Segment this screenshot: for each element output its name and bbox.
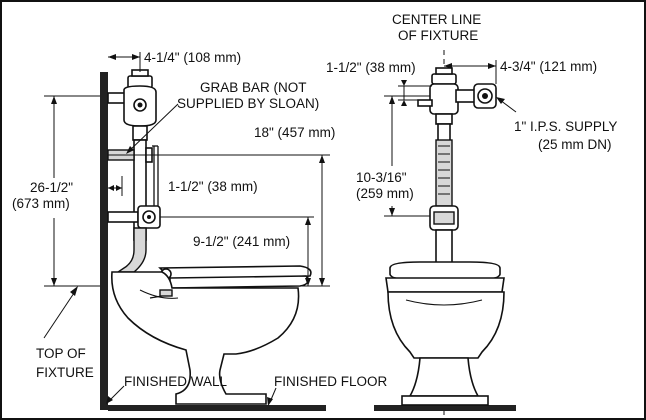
label-top-width: 4-1/4" (108 mm) [144,50,241,65]
spud-elbow-side [115,227,147,273]
label-overall-1: 26-1/2" [30,180,73,195]
front-view: CENTER LINE OF FIXTURE [326,12,617,416]
label-height-10-1: 10-3/16" [356,170,407,185]
supply-leader [499,99,517,113]
dim-right-width: 4-3/4" (121 mm) [444,59,597,84]
flushometer-side [107,69,157,141]
top-of-fixture-leader [43,289,77,339]
toilet-side [111,265,312,405]
dim-overall-height: 26-1/2" (673 mm) [10,95,100,287]
flushometer-front [417,67,497,125]
label-height-10-2: (259 mm) [356,186,414,201]
finished-floor-front [374,405,516,411]
label-height-18: 18" (457 mm) [254,125,335,140]
label-center-line-1: CENTER LINE [392,12,481,27]
label-top-of-fixture-1: TOP OF [36,346,86,361]
label-supply-1: 1" I.P.S. SUPPLY [514,119,617,134]
label-height-9: 9-1/2" (241 mm) [193,234,290,249]
side-view: 4-1/4" (108 mm) GRAB BAR (NOT SUPPLIED B… [10,50,388,411]
label-grab-bar-1: GRAB BAR (NOT [200,80,307,95]
label-supply-2: (25 mm DN) [538,137,612,152]
finished-wall-shape [100,72,108,410]
vacuum-breaker-side [107,205,161,229]
label-finished-floor: FINISHED FLOOR [274,374,388,389]
dim-9-height: 9-1/2" (241 mm) [160,216,314,286]
finished-floor-shape [108,405,326,411]
label-right-width: 4-3/4" (121 mm) [500,59,597,74]
label-grab-bar-2: SUPPLIED BY SLOAN) [177,96,319,111]
dim-top-width: 4-1/4" (108 mm) [108,50,241,72]
dim-18-height: 18" (457 mm) [108,125,335,287]
dim-left-offset: 1-1/2" (38 mm) [108,176,258,196]
dim-10-height: 10-3/16" (259 mm) [356,95,430,217]
label-top-of-fixture-2: FIXTURE [36,365,94,380]
dim-right-offset: 1-1/2" (38 mm) [326,60,432,106]
label-overall-2: (673 mm) [12,196,70,211]
toilet-front [385,261,505,406]
label-offset-left: 1-1/2" (38 mm) [168,179,258,194]
label-finished-wall: FINISHED WALL [124,374,228,389]
grab-bar-leader [127,103,179,153]
label-offset-right: 1-1/2" (38 mm) [326,60,416,75]
label-center-line-2: OF FIXTURE [398,28,478,43]
